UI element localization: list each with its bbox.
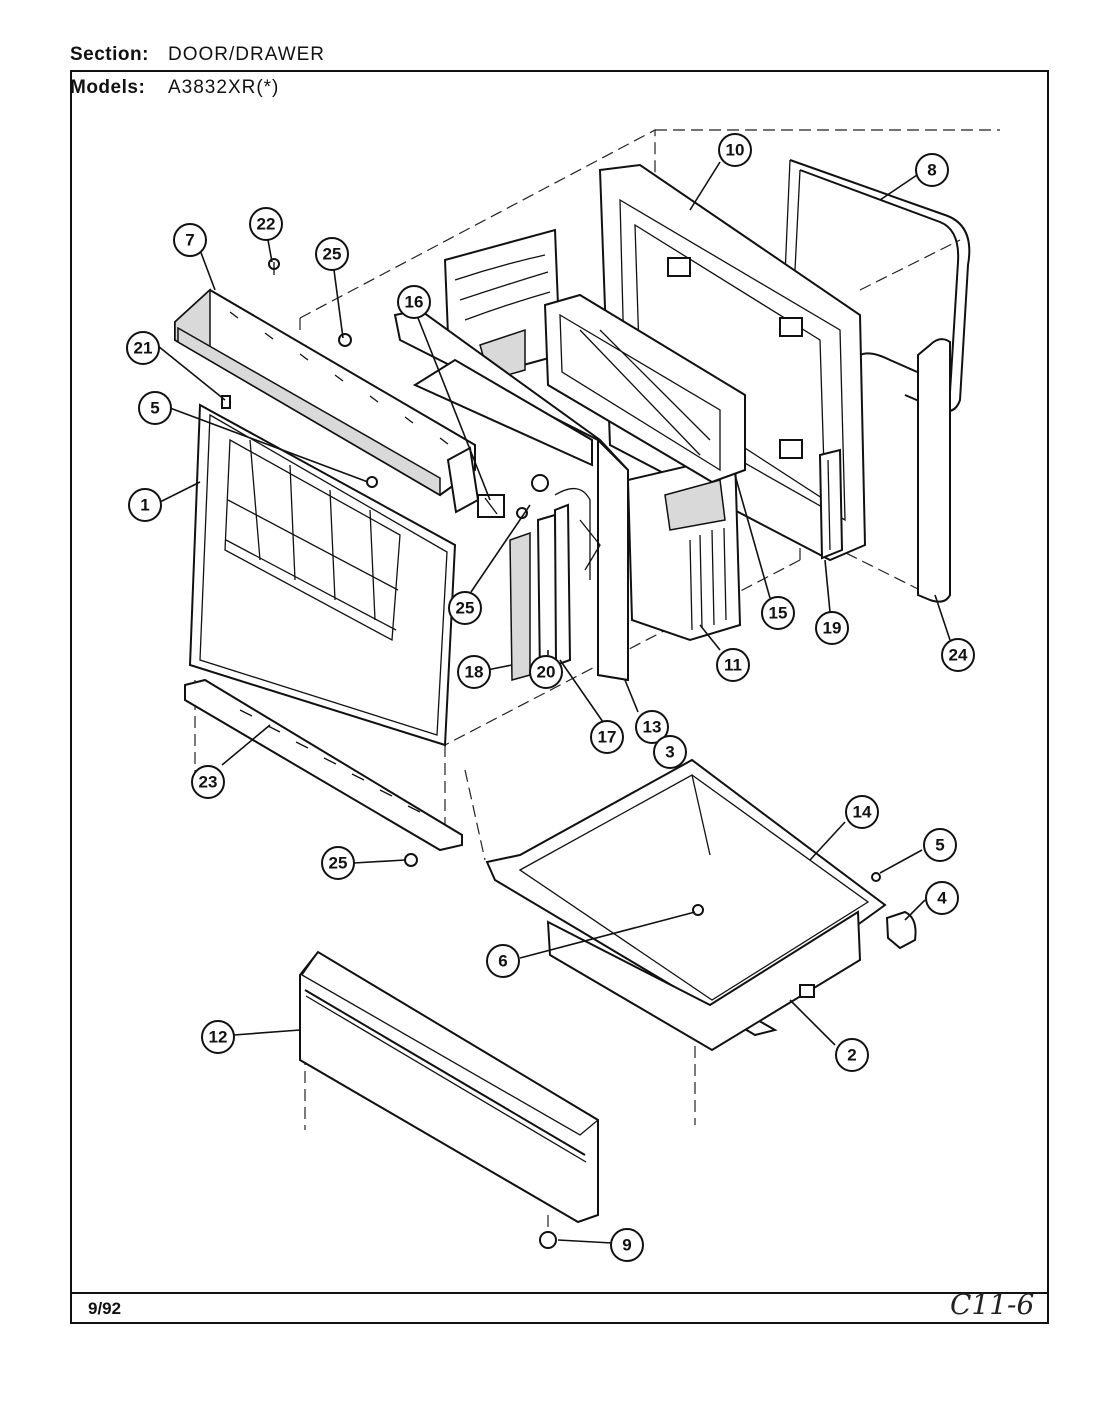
- fastener-parts: [221, 258, 881, 1249]
- callout-25-mid-label: 25: [456, 599, 475, 618]
- callout-21: 21: [126, 331, 160, 365]
- drawer-front-part: [299, 950, 600, 1224]
- callout-23: 23: [191, 765, 225, 799]
- outer-door-panel-part: [188, 403, 457, 747]
- callout-1-label: 1: [140, 496, 149, 515]
- callout-15: 15: [761, 596, 795, 630]
- callout-15-label: 15: [769, 604, 788, 623]
- callout-9: 9: [610, 1228, 644, 1262]
- callout-7: 7: [173, 223, 207, 257]
- callout-8-label: 8: [927, 161, 936, 180]
- callout-leaders: [157, 161, 951, 1244]
- latch-part: [477, 474, 549, 519]
- callout-6: 6: [486, 944, 520, 978]
- callout-18-label: 18: [465, 663, 484, 682]
- footer-handwritten-code: C11-6: [950, 1288, 1035, 1321]
- door-glass-pack-part: [543, 293, 746, 484]
- side-trim-part: [917, 338, 951, 603]
- callout-13-label: 13: [643, 718, 662, 737]
- callout-25-mid: 25: [448, 591, 482, 625]
- callout-6-label: 6: [498, 952, 507, 971]
- callout-13: 13: [635, 710, 669, 744]
- section-label: Section:: [70, 44, 149, 65]
- footer-rule: [70, 1292, 1049, 1294]
- callout-24-label: 24: [949, 646, 968, 665]
- callout-25-bottom: 25: [321, 846, 355, 880]
- callout-5-door: 5: [138, 391, 172, 425]
- callout-12: 12: [201, 1020, 235, 1054]
- callout-10: 10: [718, 133, 752, 167]
- models-label: Models:: [70, 77, 146, 98]
- channel-parts: [509, 503, 572, 681]
- callout-3-label: 3: [665, 743, 674, 762]
- door-top-trim-part: [174, 288, 480, 514]
- callout-7-label: 7: [185, 231, 194, 250]
- callout-3: 3: [653, 735, 687, 769]
- footer-date: 9/92: [88, 1299, 122, 1318]
- door-bottom-trim-part: [184, 678, 463, 852]
- callout-14-label: 14: [853, 803, 872, 822]
- callout-19: 19: [815, 611, 849, 645]
- callout-21-label: 21: [134, 339, 153, 358]
- callout-2-label: 2: [847, 1046, 856, 1065]
- inner-door-panel-part: [598, 163, 867, 562]
- callout-17-label: 17: [598, 728, 617, 747]
- callout-10-label: 10: [726, 141, 745, 160]
- callout-4: 4: [925, 881, 959, 915]
- callout-1: 1: [128, 488, 162, 522]
- callout-25-top-label: 25: [323, 245, 342, 264]
- callout-23-label: 23: [199, 773, 218, 792]
- callout-5-drawer: 5: [923, 828, 957, 862]
- callout-19-label: 19: [823, 619, 842, 638]
- callouts: 10 8 7 22 25 16 21 5 1 25 15 19 24 11 18…: [126, 133, 975, 1262]
- callout-22-label: 22: [257, 215, 276, 234]
- models-value: A3832XR(*): [168, 77, 280, 98]
- callout-16: 16: [397, 285, 431, 319]
- callout-11: 11: [716, 648, 750, 682]
- diagram-frame: [70, 70, 1049, 1324]
- callout-9-label: 9: [622, 1236, 631, 1255]
- hinge-bracket-part: [818, 448, 844, 560]
- callout-20-label: 20: [537, 663, 556, 682]
- section-value: DOOR/DRAWER: [168, 44, 326, 65]
- door-liner-part: [393, 308, 629, 682]
- callout-25-top: 25: [315, 237, 349, 271]
- callout-2: 2: [835, 1038, 869, 1072]
- callout-5-drawer-label: 5: [935, 836, 944, 855]
- drawer-stop-part: [885, 910, 917, 950]
- callout-11-label: 11: [724, 656, 742, 675]
- callout-8: 8: [915, 153, 949, 187]
- callout-18: 18: [457, 655, 491, 689]
- callout-4-label: 4: [937, 889, 947, 908]
- callout-20: 20: [529, 655, 563, 689]
- callout-25-bottom-label: 25: [329, 854, 348, 873]
- callout-22: 22: [249, 207, 283, 241]
- drawer-tray-part: [485, 758, 887, 1052]
- callout-14: 14: [845, 795, 879, 829]
- callout-5-door-label: 5: [150, 399, 159, 418]
- callout-17: 17: [590, 720, 624, 754]
- callout-16-label: 16: [405, 293, 424, 312]
- callout-24: 24: [941, 638, 975, 672]
- callout-12-label: 12: [209, 1028, 228, 1047]
